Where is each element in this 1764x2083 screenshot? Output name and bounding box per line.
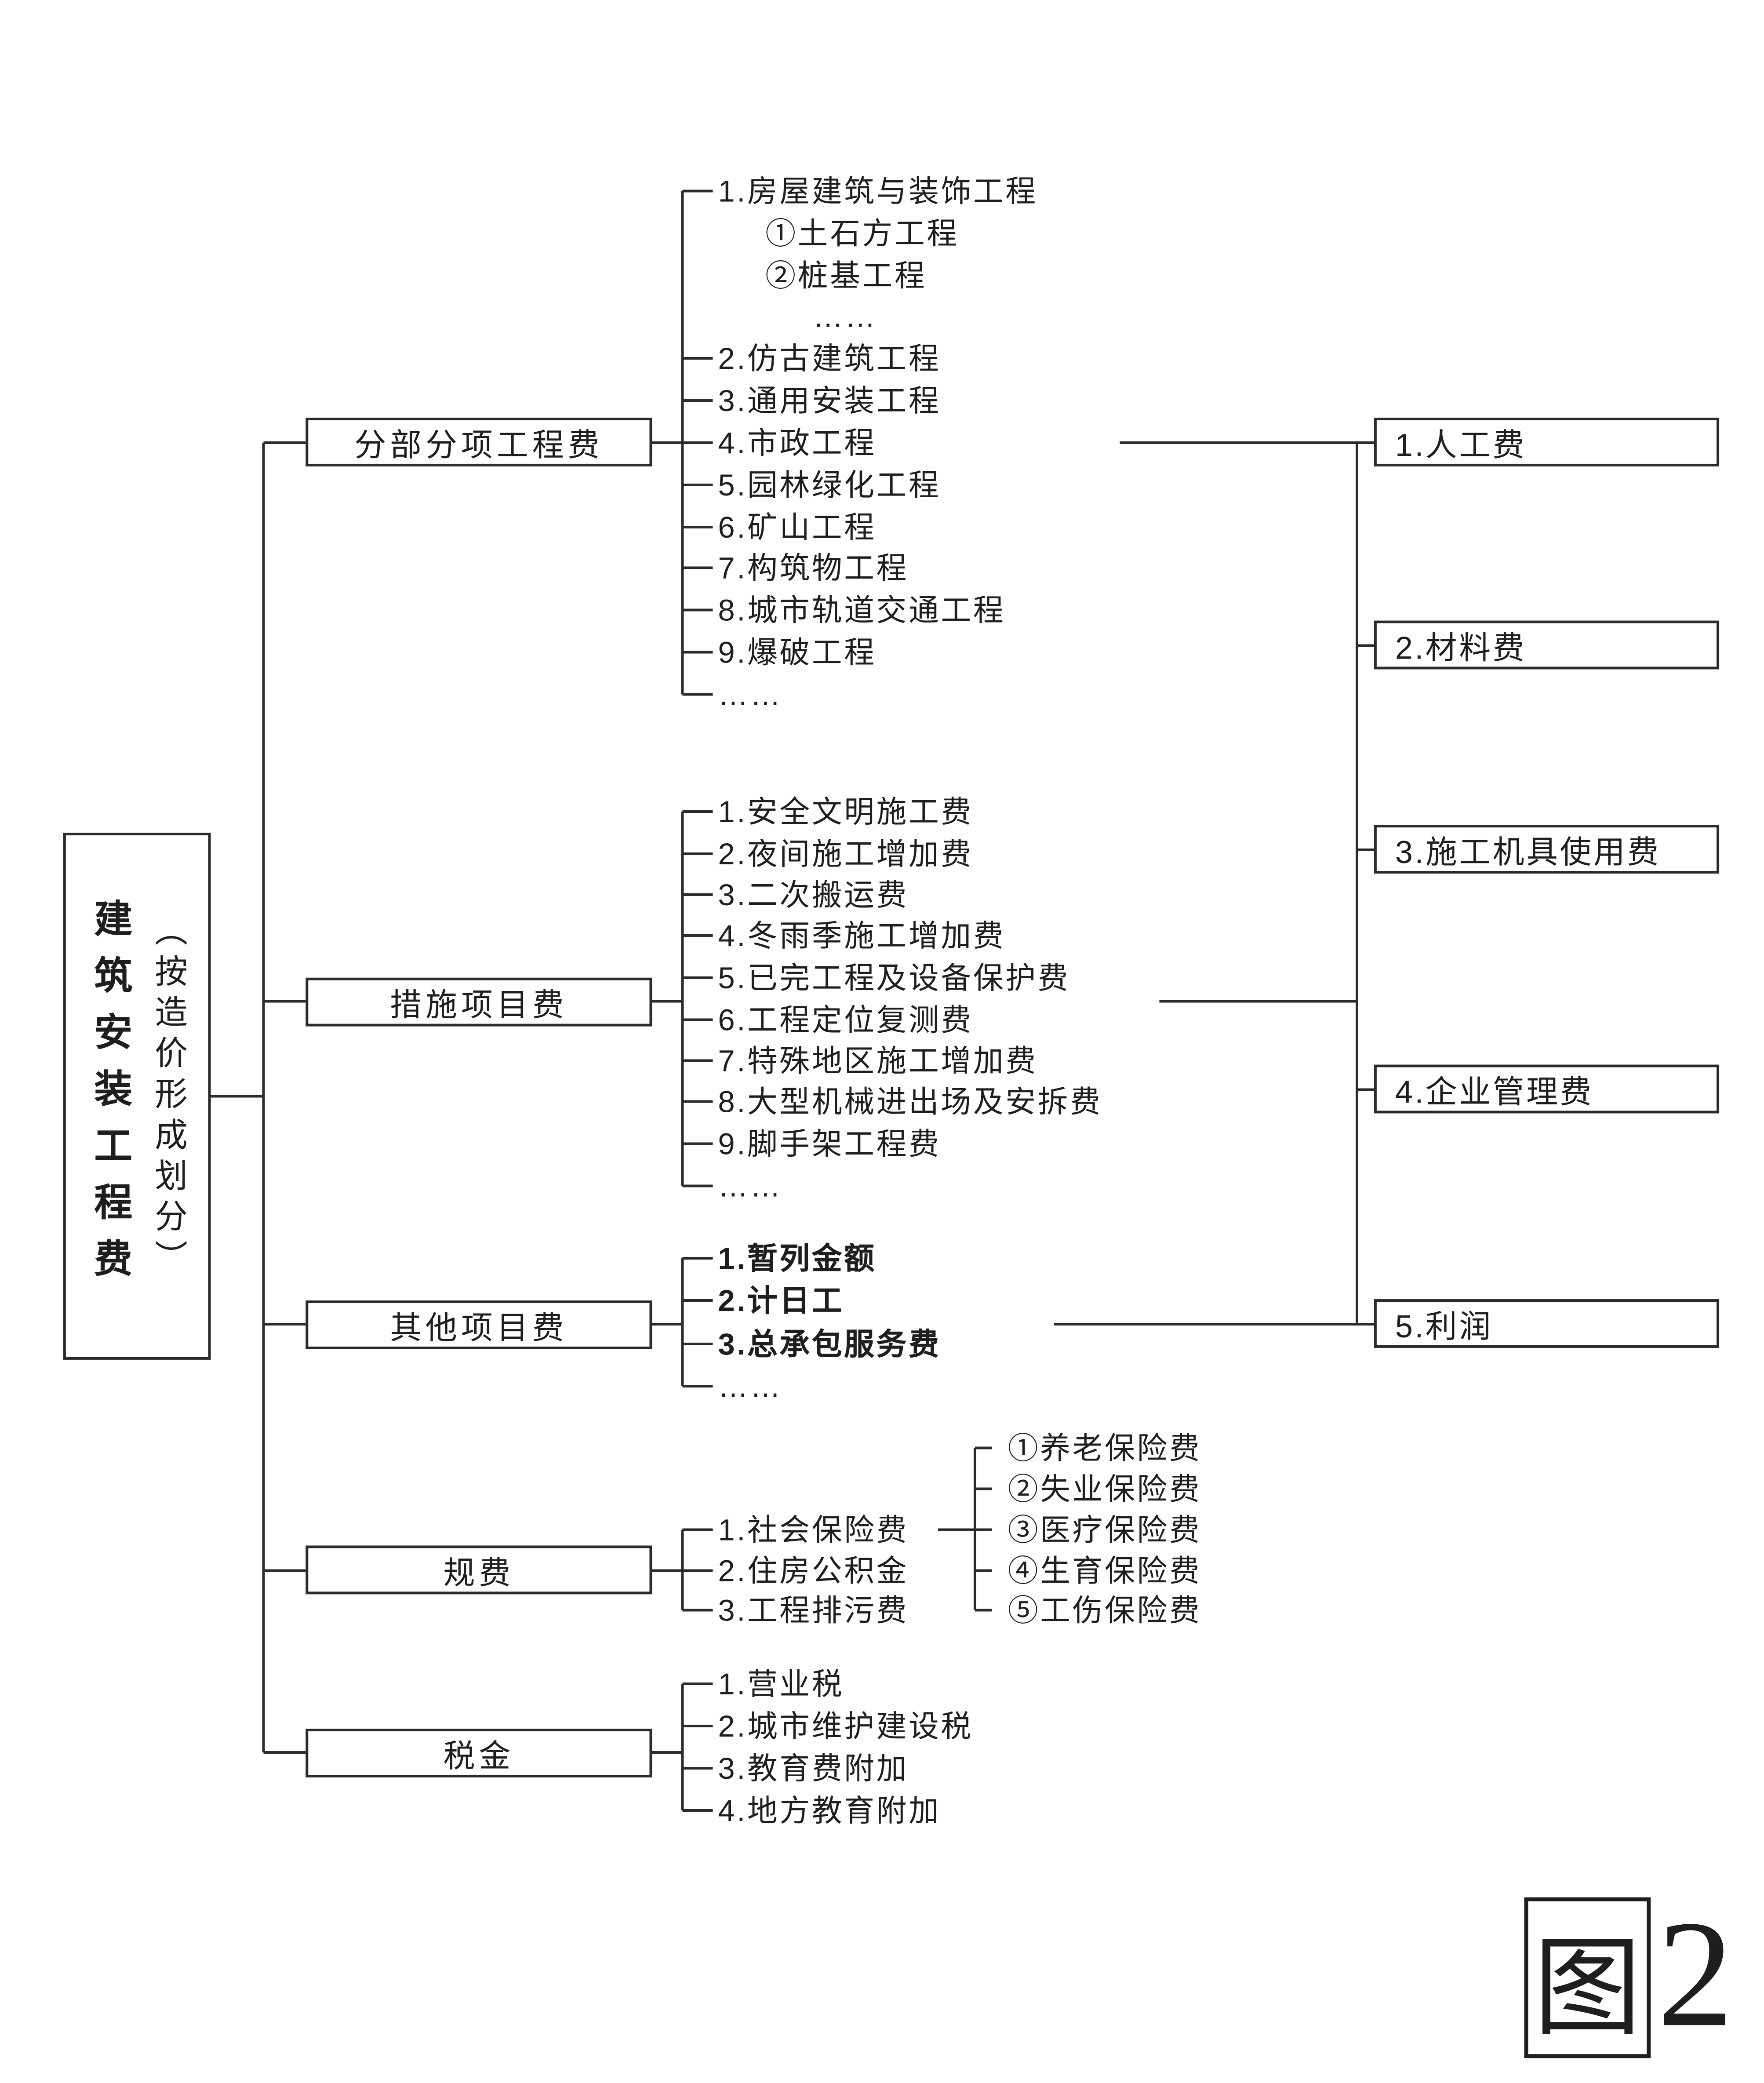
- tree-item: 1.社会保险费: [718, 1512, 909, 1547]
- tree-item: 2.城市维护建设税: [718, 1709, 973, 1744]
- branch-box-divisional-works-fee: 分部分项工程费: [306, 418, 652, 466]
- tree-item: 5.园林绿化工程: [718, 467, 941, 502]
- cost-box-profit: 5.利润: [1374, 1299, 1720, 1348]
- root-node: 建筑安装工程费 （按造价形成划分）: [63, 833, 211, 1360]
- tree-item: 1.暂列金额: [718, 1241, 877, 1276]
- tree-item: 8.城市轨道交通工程: [718, 593, 1006, 627]
- tree-subitem: ⑤工伤保险费: [1007, 1593, 1202, 1628]
- tree-subitem: ②失业保险费: [1007, 1471, 1202, 1506]
- tree-item: 5.已完工程及设备保护费: [718, 960, 1070, 995]
- branch-box-regulatory-fees: 规费: [306, 1545, 652, 1595]
- tree-item: 9.爆破工程: [718, 635, 877, 670]
- tree-item: 4.冬雨季施工增加费: [718, 918, 1006, 953]
- tree-item: ①土石方工程: [765, 216, 959, 251]
- cost-box-labor-fee: 1.人工费: [1374, 418, 1720, 466]
- tree-item-ellipsis: ……: [813, 299, 878, 334]
- tree-item-ellipsis: ……: [718, 677, 783, 712]
- tree-item: 1.安全文明施工费: [718, 794, 973, 829]
- tree-item: 3.教育费附加: [718, 1751, 909, 1785]
- tree-subitem: ④生育保险费: [1007, 1553, 1202, 1588]
- root-title: 建筑安装工程费: [88, 898, 131, 1295]
- tree-item: 3.通用安装工程: [718, 383, 941, 418]
- tree-subitem: ③医疗保险费: [1007, 1512, 1202, 1547]
- tree-item: ②桩基工程: [765, 258, 927, 293]
- branch-box-taxes: 税金: [306, 1729, 652, 1777]
- tree-item: 3.二次搬运费: [718, 878, 909, 912]
- branch-box-measure-items-fee: 措施项目费: [306, 977, 652, 1027]
- tree-item: 8.大型机械进出场及安拆费: [718, 1084, 1102, 1119]
- tree-item: 1.房屋建筑与装饰工程: [718, 174, 1038, 208]
- tree-item: 2.仿古建筑工程: [718, 341, 941, 376]
- tree-item: 7.特殊地区施工增加费: [718, 1043, 1038, 1078]
- tree-item: 3.总承包服务费: [718, 1326, 941, 1361]
- tree-item: 7.构筑物工程: [718, 550, 909, 585]
- tree-item: 9.脚手架工程费: [718, 1126, 941, 1161]
- tree-item: 6.矿山工程: [718, 510, 877, 544]
- cost-box-machinery-usage-fee: 3.施工机具使用费: [1374, 825, 1720, 874]
- tree-item: 2.夜间施工增加费: [718, 837, 973, 871]
- tree-item: 6.工程定位复测费: [718, 1002, 973, 1037]
- tree-item-ellipsis: ……: [718, 1369, 783, 1403]
- figure-label-box: 图: [1524, 1897, 1651, 2058]
- cost-box-enterprise-management-fee: 4.企业管理费: [1374, 1064, 1720, 1114]
- tree-item: 4.地方教育附加: [718, 1793, 941, 1828]
- figure-label-char: 图: [1533, 1928, 1642, 2048]
- tree-item: 4.市政工程: [718, 426, 877, 460]
- tree-item: 2.计日工: [718, 1283, 844, 1318]
- tree-item: 2.住房公积金: [718, 1553, 909, 1588]
- cost-box-material-fee: 2.材料费: [1374, 620, 1720, 670]
- tree-item: 1.营业税: [718, 1667, 844, 1701]
- root-subtitle: （按造价形成划分）: [150, 912, 187, 1280]
- tree-item: 3.工程排污费: [718, 1593, 909, 1628]
- branch-box-other-items-fee: 其他项目费: [306, 1300, 652, 1349]
- tree-subitem: ①养老保险费: [1007, 1431, 1202, 1465]
- figure-number: 2: [1657, 1890, 1734, 2060]
- tree-item-ellipsis: ……: [718, 1169, 783, 1203]
